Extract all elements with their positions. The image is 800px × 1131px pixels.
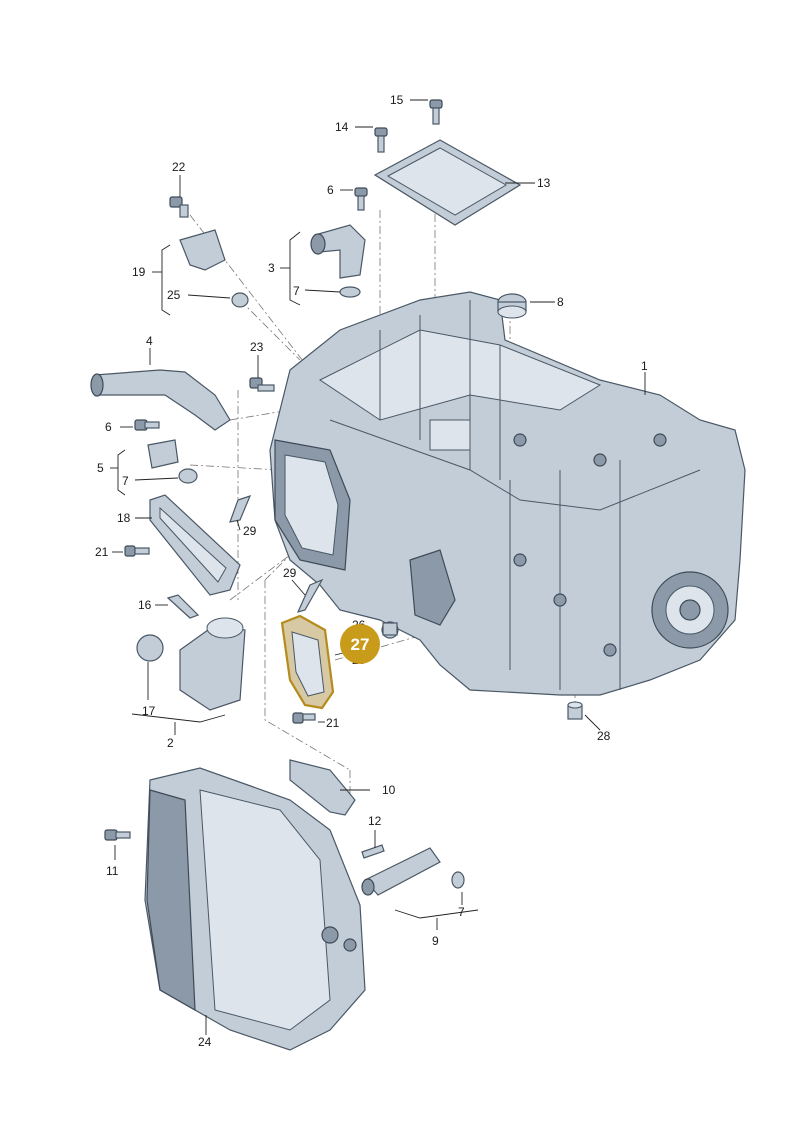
- oil-filter: [136, 617, 246, 711]
- callout-29-b: 29: [283, 566, 297, 580]
- callout-5: 5: [97, 461, 104, 475]
- callout-4: 4: [146, 334, 153, 348]
- callout-24: 24: [198, 1035, 212, 1049]
- callout-16: 16: [138, 598, 152, 612]
- callout-7-c: 7: [458, 905, 465, 919]
- gasket-part-27: [280, 614, 399, 710]
- plug: [497, 293, 527, 319]
- callout-1: 1: [641, 359, 648, 373]
- leader-lines: [112, 99, 646, 1035]
- callout-11: 11: [106, 864, 119, 878]
- callout-8: 8: [557, 295, 564, 309]
- pipe-fitting: [147, 439, 198, 484]
- callout-18: 18: [117, 511, 131, 525]
- callout-7-b: 7: [122, 474, 129, 488]
- callout-21-a: 21: [95, 545, 109, 559]
- callout-6-b: 6: [105, 420, 112, 434]
- callout-19: 19: [132, 265, 146, 279]
- callout-6-a: 6: [327, 183, 334, 197]
- callout-25: 25: [167, 288, 181, 302]
- callout-22: 22: [172, 160, 186, 174]
- callout-12: 12: [368, 814, 382, 828]
- oil-pan: [144, 767, 366, 1051]
- callout-labels: 1 2 3 4 5 6 6 7 7 7 8 9 10 11 12 13 14 1…: [95, 93, 648, 1049]
- callout-2: 2: [167, 736, 174, 750]
- callout-23: 23: [250, 340, 264, 354]
- drain-plug: [567, 701, 583, 720]
- callout-13: 13: [537, 176, 551, 190]
- callout-15: 15: [390, 93, 404, 107]
- bolts: [104, 99, 443, 841]
- coolant-pipe: [90, 369, 231, 431]
- group-braces: [110, 231, 479, 930]
- callout-3: 3: [268, 261, 275, 275]
- callout-28: 28: [597, 729, 611, 743]
- cover-plate: [373, 139, 522, 226]
- highlight-badge-27[interactable]: 27: [340, 624, 380, 664]
- callout-29-a: 29: [243, 524, 257, 538]
- callout-17: 17: [142, 704, 156, 718]
- flange-cover: [149, 494, 241, 596]
- callout-21-b: 21: [326, 716, 340, 730]
- callout-7-a: 7: [293, 284, 300, 298]
- o-ring: [289, 759, 356, 816]
- pin-and-tube: [361, 844, 465, 896]
- coolant-elbow: [310, 224, 366, 298]
- badge-label: 27: [351, 635, 370, 654]
- callout-14: 14: [335, 120, 349, 134]
- callout-9: 9: [432, 934, 439, 948]
- seal-wedges: [166, 495, 324, 619]
- transmission-housing: [269, 291, 746, 696]
- callout-10: 10: [382, 783, 396, 797]
- sensor: [179, 229, 249, 308]
